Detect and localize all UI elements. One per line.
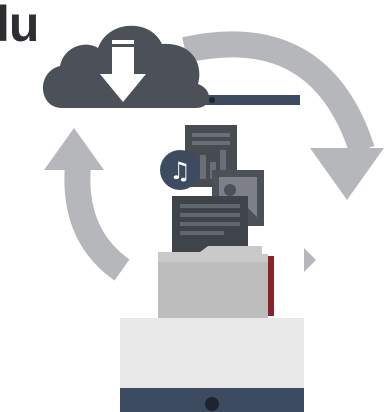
svg-text:♫: ♫ [169,157,191,185]
tablet-icon [120,318,304,412]
play-arrow-icon [304,248,316,272]
folder-icon [158,246,268,322]
music-note-icon: ♫ [160,150,200,190]
